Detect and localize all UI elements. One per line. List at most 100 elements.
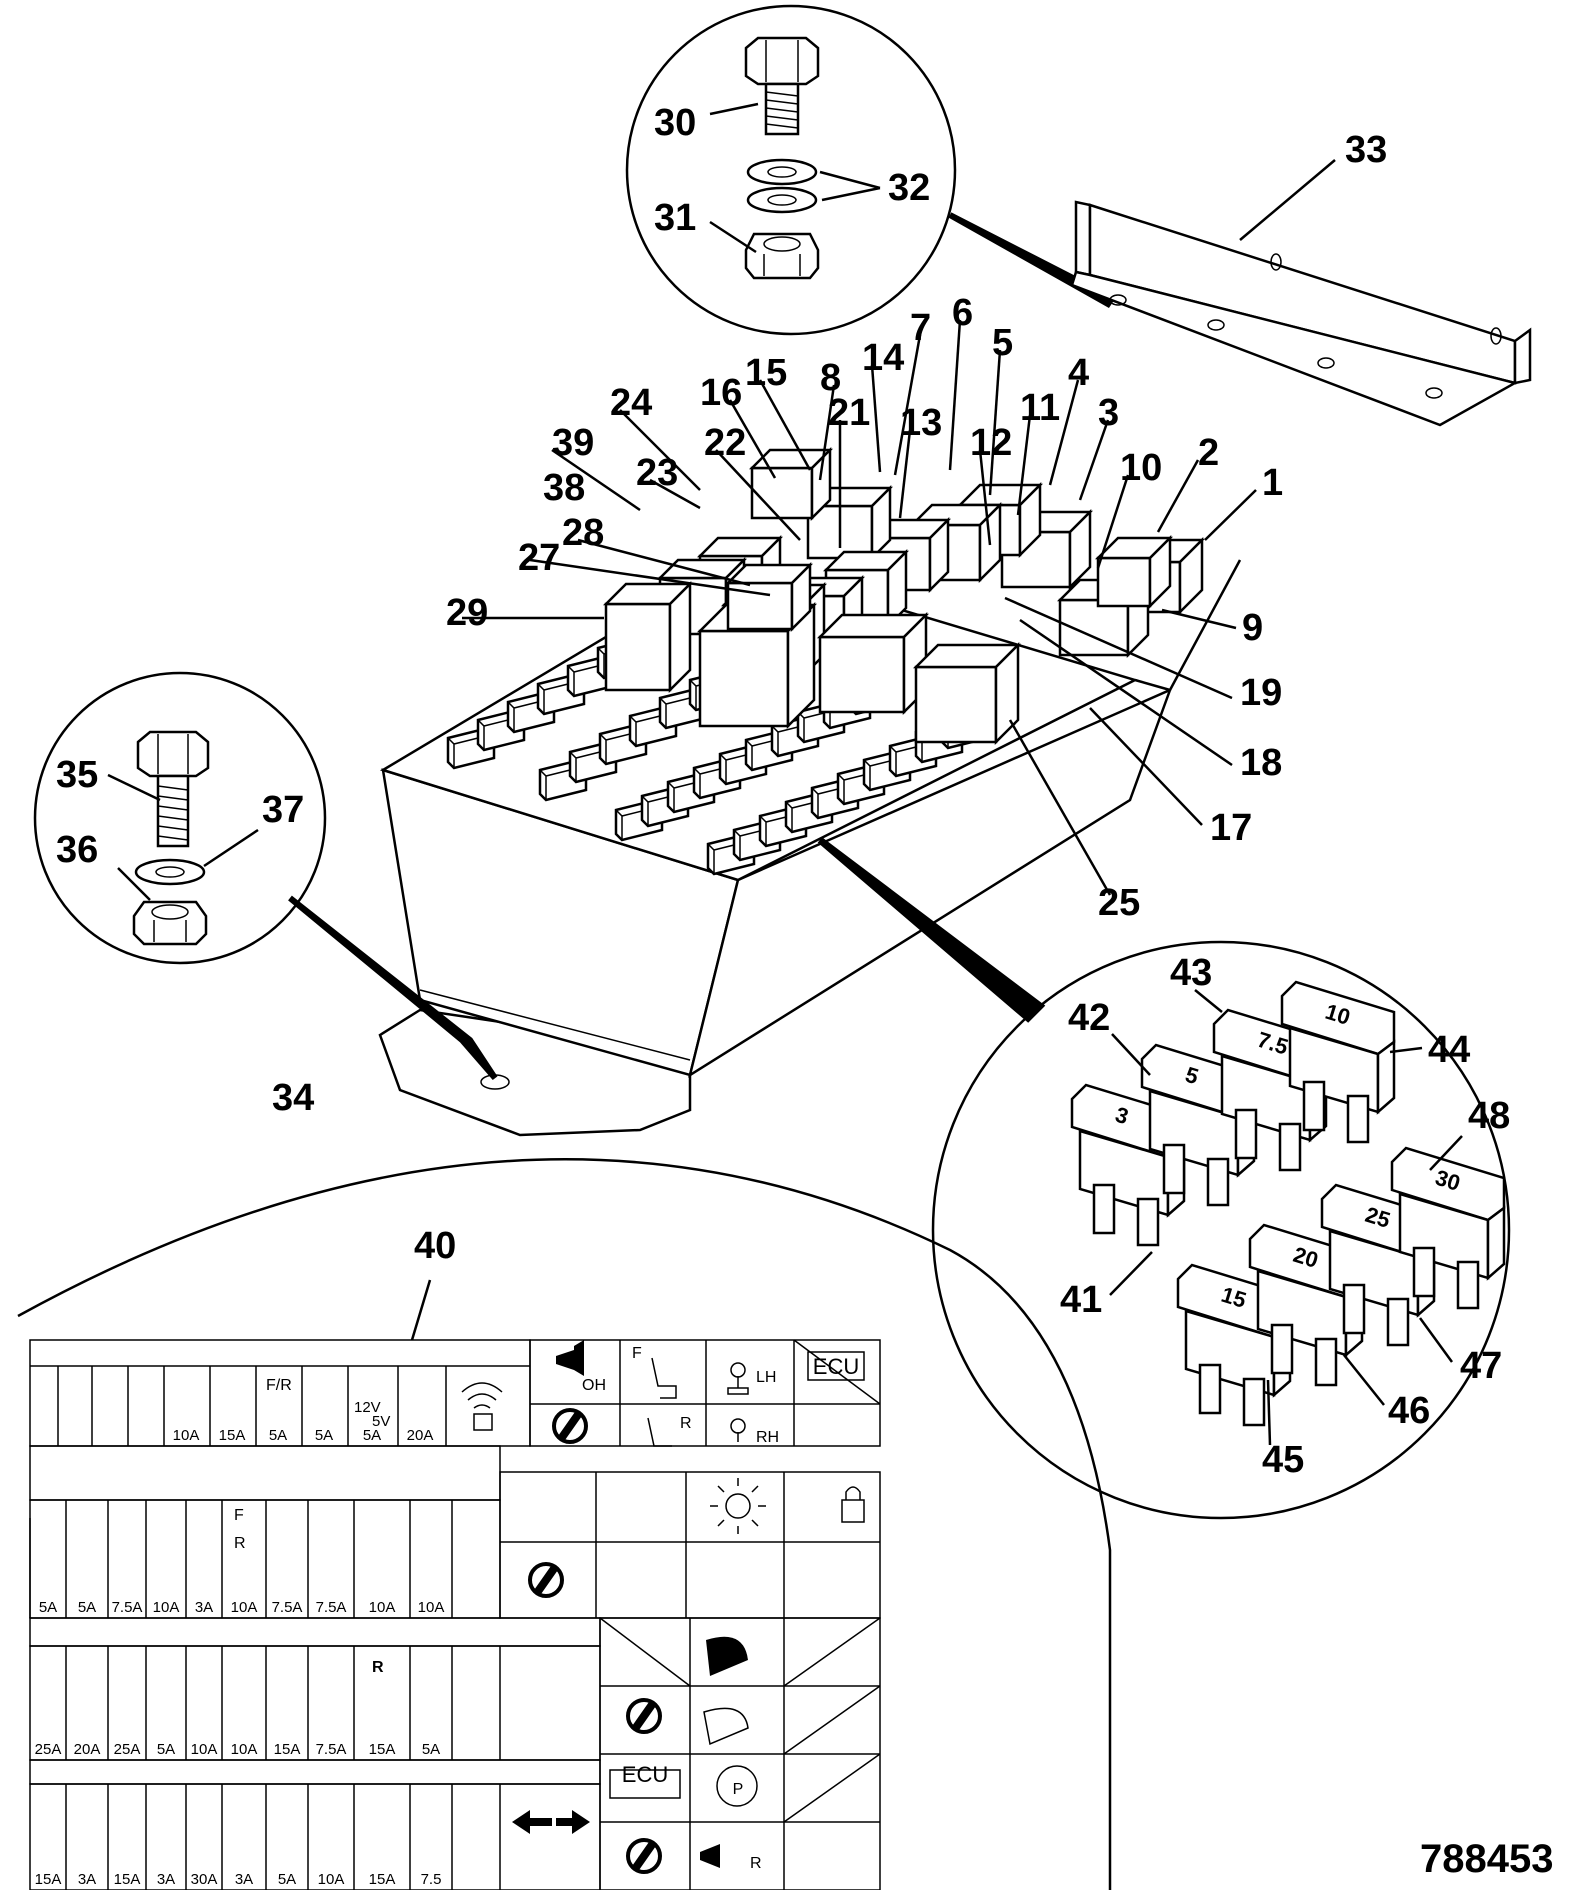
callout-28: 28: [562, 512, 604, 554]
callout-29: 29: [446, 592, 488, 634]
fuse-rating: 7.5A: [316, 1599, 347, 1616]
label-5v: 5V: [372, 1413, 390, 1430]
washer-37-icon: [134, 858, 206, 886]
callout-15: 15: [745, 352, 787, 394]
detail-circle-right: [931, 940, 1511, 1520]
label-12v: 12V: [354, 1399, 381, 1416]
horn-icon: [556, 1340, 584, 1376]
fuse-label-card-40: [29, 1279, 881, 1890]
label-fwd-r: R: [234, 1535, 246, 1552]
fuse-rating: 20A: [74, 1741, 101, 1758]
fuse-rating: 10A: [231, 1741, 258, 1758]
bolt-30-icon: [744, 36, 820, 136]
fuse-rating: 15A: [369, 1871, 396, 1888]
fuse-rating: 15A: [219, 1427, 246, 1444]
callout-14: 14: [862, 337, 904, 379]
detail-circle-top: [625, 4, 957, 336]
washers-32-icon: [746, 158, 818, 214]
callout-41: 41: [1060, 1279, 1102, 1321]
callout-27: 27: [518, 537, 560, 579]
ignition-icon: [552, 1408, 588, 1444]
fuse-rating: 5A: [78, 1599, 96, 1616]
callout-25: 25: [1098, 882, 1140, 924]
fuse-rating: 15A: [35, 1871, 62, 1888]
callout-6: 6: [952, 292, 973, 334]
callout-11: 11: [1020, 387, 1060, 429]
fuse-rating: 15A: [274, 1741, 301, 1758]
fuse-rating: 3A: [195, 1599, 213, 1616]
callout-24: 24: [610, 382, 652, 424]
label-seat-f: F: [632, 1345, 642, 1362]
mounting-bracket-33: [1070, 159, 1532, 427]
label-rh: RH: [756, 1429, 779, 1446]
fuse-rating: 25A: [114, 1741, 141, 1758]
fuse-rating: 5A: [39, 1599, 57, 1616]
ecu-box: [807, 1351, 865, 1381]
ignition-icon-2: [528, 1562, 662, 1874]
fuse-rating: 20A: [407, 1427, 434, 1444]
callout-16: 16: [700, 372, 742, 414]
callout-5: 5: [992, 322, 1013, 364]
fuse-rating: 3A: [157, 1871, 175, 1888]
wifi-icon: [461, 1382, 503, 1431]
callout-22: 22: [704, 422, 746, 464]
fuse-rating: 10A: [231, 1599, 258, 1616]
bolt-35-icon: [136, 730, 210, 848]
ecu-box-2: [609, 1769, 681, 1799]
callout-39: 39: [552, 422, 594, 464]
label-fwd-f: F: [234, 1507, 244, 1524]
label-horn-r: R: [750, 1855, 762, 1872]
callout-31: 31: [654, 197, 696, 239]
fuse-rating: 5A: [269, 1427, 287, 1444]
fuse-rating: 3A: [235, 1871, 253, 1888]
fuse-rating: 5A: [157, 1741, 175, 1758]
fuse-rating: 25A: [35, 1741, 62, 1758]
callout-36: 36: [56, 829, 98, 871]
relay: [602, 580, 694, 694]
label-seat-r: R: [680, 1415, 692, 1432]
label-lh: LH: [756, 1369, 776, 1386]
fuse-rating: 10A: [153, 1599, 180, 1616]
callout-38: 38: [543, 467, 585, 509]
fuse-rating: 5A: [315, 1427, 333, 1444]
beacon-icon: [710, 1478, 766, 1534]
padlock-icon: [841, 1486, 865, 1523]
fuse-row-group: [446, 636, 1016, 876]
callout-12: 12: [970, 422, 1012, 464]
callout-42: 42: [1068, 997, 1110, 1039]
label-detail-arc: [17, 1158, 1112, 1890]
callout-4: 4: [1068, 352, 1089, 394]
callout-1: 1: [1262, 462, 1283, 504]
fuse-rating: 7.5A: [272, 1599, 303, 1616]
callout-30: 30: [654, 102, 696, 144]
relay: [724, 561, 814, 633]
fuse-rating: 5A: [422, 1741, 440, 1758]
relay: [912, 641, 1022, 746]
callout-21: 21: [828, 392, 870, 434]
callout-40: 40: [414, 1225, 456, 1267]
callout-3: 3: [1098, 392, 1119, 434]
arrows-icon: [512, 1810, 590, 1834]
callout-23: 23: [636, 452, 678, 494]
label-fr: F/R: [266, 1377, 292, 1394]
callout-43: 43: [1170, 952, 1212, 994]
horn-icon-2: [700, 1844, 720, 1868]
joystick-icon: [727, 1362, 749, 1442]
callout-2: 2: [1198, 432, 1219, 474]
park-brake-icon: [716, 1765, 758, 1807]
callout-34: 34: [272, 1077, 314, 1119]
fuse-rating: 7.5: [421, 1871, 442, 1888]
fuse-rating: 10A: [318, 1871, 345, 1888]
callout-7: 7: [910, 307, 931, 349]
fuse-rating: 15A: [369, 1741, 396, 1758]
label-row3-r: R: [372, 1659, 384, 1676]
nut-31-icon: [744, 232, 820, 280]
label-ecu-2: ECU: [622, 1762, 668, 1787]
callout-32: 32: [888, 167, 930, 209]
fuse-rating: 7.5A: [112, 1599, 143, 1616]
fuse-rating: 10A: [191, 1741, 218, 1758]
callout-33: 33: [1345, 129, 1387, 171]
seat-icon: [647, 1357, 677, 1447]
relay: [816, 611, 930, 716]
